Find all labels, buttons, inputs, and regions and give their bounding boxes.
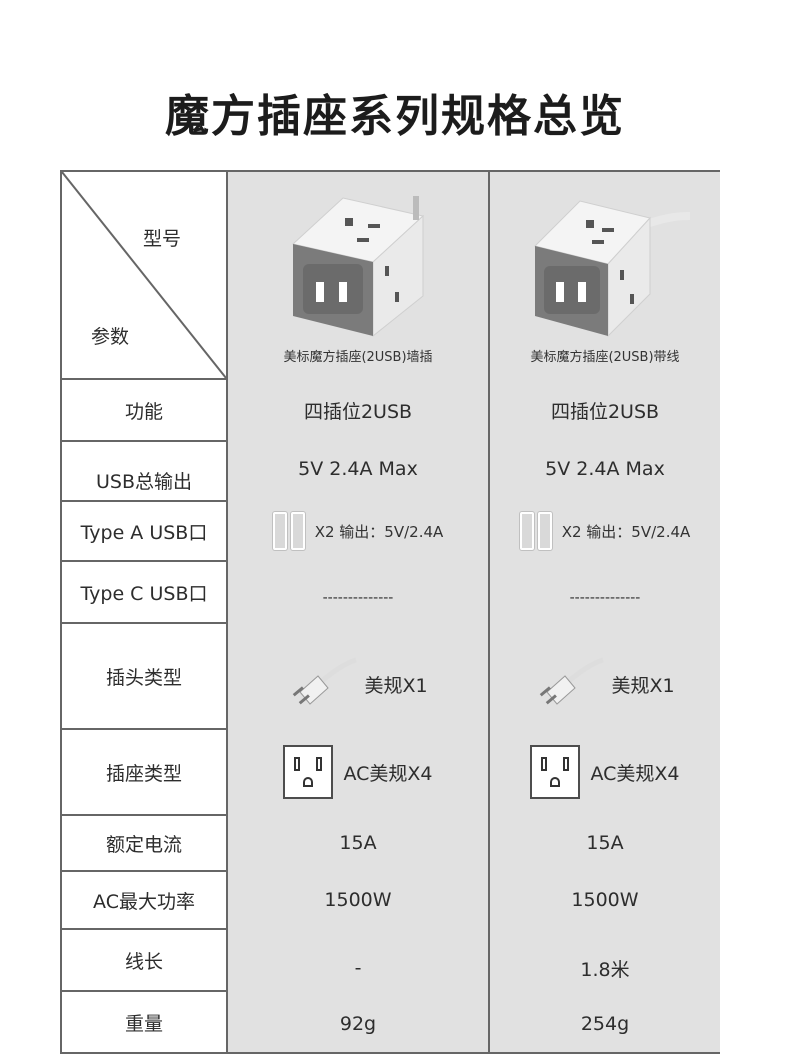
type-a-text: X2 输出：5V/2.4A: [314, 522, 444, 541]
us-plug-icon: [293, 657, 358, 705]
plug-text: 美规X1: [364, 674, 428, 697]
value-type-a-2: X2 输出：5V/2.4A: [490, 502, 720, 560]
model-label: 型号: [142, 227, 181, 250]
row-divider: [62, 728, 226, 730]
socket-text: AC美规X4: [590, 762, 680, 785]
row-label-max-power: AC最大功率: [93, 890, 195, 913]
header-diagonal: [62, 172, 226, 378]
column-divider: [226, 172, 228, 1052]
row-label-weight: 重量: [124, 1012, 163, 1035]
us-outlet-icon: [283, 745, 334, 799]
usb-port-icon: [290, 512, 305, 550]
row-divider: [62, 622, 226, 624]
row-divider: [62, 440, 226, 442]
cube-power-strip-icon: [534, 199, 690, 337]
row-divider: [62, 500, 226, 502]
usb-port-icon: [537, 512, 552, 550]
value-plug-2: 美规X1: [490, 632, 720, 736]
row-label-plug-type: 插头类型: [105, 666, 182, 689]
row-label-usb-output: USB总输出: [95, 470, 192, 493]
usb-port-icon: [519, 512, 534, 550]
value-current-1: 15A: [339, 832, 377, 854]
product-caption: 美标魔方插座(2USB)带线: [530, 349, 680, 365]
value-type-c-2: --------------: [569, 590, 641, 606]
row-divider: [62, 928, 226, 930]
row-label-type-a: Type A USB口: [80, 521, 208, 544]
row-divider: [62, 990, 226, 992]
param-label: 参数: [90, 325, 129, 348]
spec-table: 型号 参数 美标魔方插座(2USB)墙插: [60, 170, 720, 1054]
value-plug-1: 美规X1: [228, 632, 488, 736]
value-weight-1: 92g: [339, 1013, 377, 1035]
row-label-function: 功能: [124, 400, 163, 423]
row-divider: [62, 870, 226, 872]
value-type-c-1: --------------: [322, 590, 394, 606]
row-label-type-c: Type C USB口: [80, 582, 208, 605]
usb-port-icon: [272, 512, 287, 550]
row-label-cable-length: 线长: [124, 950, 163, 973]
value-function-2: 四插位2USB: [550, 400, 660, 423]
value-socket-2: AC美规X4: [490, 730, 720, 814]
product-caption: 美标魔方插座(2USB)墙插: [283, 349, 433, 365]
value-power-1: 1500W: [324, 889, 392, 911]
value-power-2: 1500W: [571, 889, 639, 911]
us-outlet-icon: [530, 745, 581, 799]
value-usb-output-1: 5V 2.4A Max: [298, 458, 418, 480]
value-weight-2: 254g: [580, 1013, 630, 1035]
value-current-2: 15A: [586, 832, 624, 854]
value-cable-2: 1.8米: [580, 958, 630, 981]
socket-text: AC美规X4: [343, 762, 433, 785]
value-usb-output-2: 5V 2.4A Max: [545, 458, 665, 480]
value-function-1: 四插位2USB: [303, 400, 413, 423]
type-a-text: X2 输出：5V/2.4A: [561, 522, 691, 541]
row-label-rated-current: 额定电流: [105, 833, 182, 856]
product-1: 美标魔方插座(2USB)墙插: [228, 172, 488, 378]
row-label-socket-type: 插座类型: [105, 762, 182, 785]
row-divider: [62, 814, 226, 816]
column-divider: [488, 172, 490, 1052]
page-title: 魔方插座系列规格总览: [165, 91, 625, 142]
value-socket-1: AC美规X4: [228, 730, 488, 814]
cube-power-strip-icon: [291, 195, 425, 337]
row-divider: [62, 560, 226, 562]
value-type-a-1: X2 输出：5V/2.4A: [228, 502, 488, 560]
plug-text: 美规X1: [611, 674, 675, 697]
value-cable-1: -: [354, 957, 362, 979]
row-divider: [62, 378, 226, 380]
product-2: 美标魔方插座(2USB)带线: [490, 172, 720, 378]
us-plug-icon: [540, 657, 605, 705]
